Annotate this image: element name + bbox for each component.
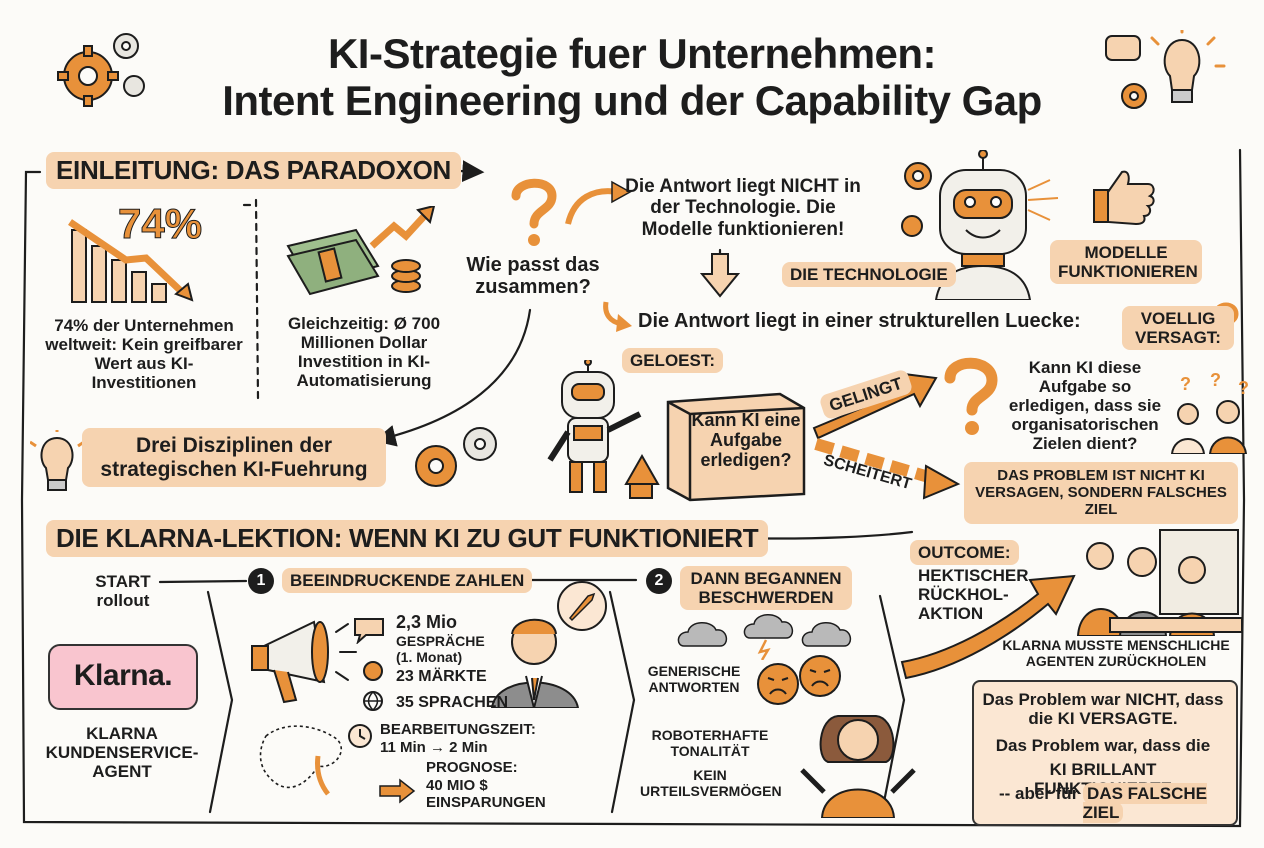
intro-heading: EINLEITUNG: DAS PARADOXON <box>46 152 462 190</box>
chat-icon <box>354 618 384 644</box>
label-solved: GELOEST: <box>622 348 724 374</box>
outcome-label: OUTCOME: <box>910 540 1019 566</box>
gear-icon <box>57 33 145 107</box>
klarna-agent-caption: KLARNA KUNDENSERVICE-AGENT <box>45 724 199 782</box>
step2-label: DANN BEGANNEN BESCHWERDEN <box>680 566 852 611</box>
complaint-robotic: ROBOTERHAFTE TONALITÄT <box>651 727 769 759</box>
step1-number: 1 <box>248 568 274 594</box>
klarna-logo: Klarna. <box>48 644 198 710</box>
megaphone-icon <box>251 620 357 704</box>
final-line2: Das Problem war, dass die <box>995 736 1211 755</box>
question-mark-icon <box>944 357 998 435</box>
declining-chart-icon <box>68 219 194 303</box>
page-title-line1: KI-Strategie fuer Unternehmen: <box>327 30 937 77</box>
step2-number: 2 <box>646 568 672 594</box>
arrow-icon <box>565 180 632 225</box>
stat-conversations-label: GESPRÄCHE <box>396 633 485 649</box>
clock-icon <box>348 724 372 748</box>
outcome-text: HEKTISCHER RÜCKHOL-AKTION <box>918 566 1029 624</box>
stat-caption: 74% der Unternehmen weltweit: Kein greif… <box>45 316 243 393</box>
step1-label: BEEINDRUCKENDE ZAHLEN <box>282 568 533 594</box>
confused-people-icon: ??? <box>1170 372 1249 454</box>
outcome-arrow <box>900 574 1076 680</box>
forecast-label: PROGNOSE: <box>426 759 518 776</box>
page-title: KI-Strategie fuer Unternehmen: Intent En… <box>120 30 1144 125</box>
right-question: Kann KI diese Aufgabe so erledigen, dass… <box>1008 358 1162 454</box>
rehire-caption: KLARNA MUSSTE MENSCHLICHE AGENTEN ZURÜCK… <box>1002 637 1230 669</box>
stat-conversations-value: 2,3 Mio <box>396 612 458 632</box>
complaint-generic: GENERISCHE ANTWORTEN <box>647 663 741 695</box>
klarna-heading: DIE KLARNA-LEKTION: WENN KI ZU GUT FUNKT… <box>46 520 769 558</box>
rocket-icon <box>557 581 607 631</box>
businessman-icon <box>490 618 580 708</box>
start-rollout: START rollout <box>95 572 151 611</box>
stat-conversations-note: (1. Monat) <box>396 649 463 665</box>
stat-languages: 35 SPRACHEN <box>396 694 509 711</box>
label-technology: DIE TECHNOLOGIE <box>782 262 956 288</box>
globe-icon <box>363 691 383 712</box>
globe-icon <box>363 661 383 681</box>
svg-text:?: ? <box>1238 378 1249 398</box>
complaint-judgement: KEIN URTEILSVERMÖGEN <box>640 767 782 799</box>
processing-value: 11 Min → 2 Min <box>380 739 488 756</box>
label-failed-total: VOELLIG VERSAGT: <box>1122 306 1234 351</box>
gear-icon <box>415 427 497 487</box>
forecast-value: 40 MIO $ EINSPARUNGEN <box>426 777 546 811</box>
final-line1: Das Problem war NICHT, dass die KI VERSA… <box>982 690 1224 729</box>
answer-gap: Die Antwort liegt in einer strukturellen… <box>638 310 1081 332</box>
down-arrow-icon <box>700 253 740 298</box>
problem-label: DAS PROBLEM IST NICHT KI VERSAGEN, SONDE… <box>964 462 1238 525</box>
frustrated-woman-icon <box>800 715 916 818</box>
label-models-work: MODELLE FUNKTIONIEREN <box>1050 240 1202 285</box>
thumbs-up-icon <box>1093 170 1155 226</box>
failure-arrow <box>814 438 961 500</box>
angry-face-icon <box>757 655 841 705</box>
lightbulb-icon <box>30 430 84 491</box>
final-line4-prefix: -- aber für <box>998 784 1079 803</box>
task-box <box>666 392 806 502</box>
question-mark-icon <box>511 178 557 246</box>
lightbulb-icon <box>1105 30 1226 109</box>
stat-markets: 23 MÄRKTE <box>396 668 487 685</box>
robot-icon <box>901 150 1059 300</box>
final-line4: -- aber für DAS FALSCHE ZIEL <box>980 783 1226 824</box>
svg-text:?: ? <box>1180 374 1191 394</box>
question-text: Wie passt das zusammen? <box>466 254 600 299</box>
stat-value: 74% <box>117 199 203 247</box>
curved-arrow-icon <box>603 301 632 332</box>
processing-label: BEARBEITUNGSZEIT: <box>380 721 536 738</box>
arrow-icon <box>379 778 416 804</box>
svg-text:?: ? <box>1210 372 1221 390</box>
box-question: Kann KI eine Aufgabe erledigen? <box>691 410 801 471</box>
storm-cloud-icon <box>677 614 852 660</box>
disciplines-label: Drei Disziplinen der strategischen KI-Fu… <box>82 428 386 488</box>
answer-not-technology: Die Antwort liegt NICHT in der Technolog… <box>625 176 861 240</box>
map-icon <box>259 725 343 796</box>
money-stack-icon <box>286 206 436 296</box>
page-title-line2: Intent Engineering und der Capability Ga… <box>222 77 1042 125</box>
customer-service-agents-icon <box>1076 529 1242 636</box>
invest-caption: Gleichzeitig: Ø 700 Millionen Dollar Inv… <box>287 314 441 391</box>
final-line4-highlight: DAS FALSCHE ZIEL <box>1082 783 1208 824</box>
robot-icon <box>547 360 660 499</box>
